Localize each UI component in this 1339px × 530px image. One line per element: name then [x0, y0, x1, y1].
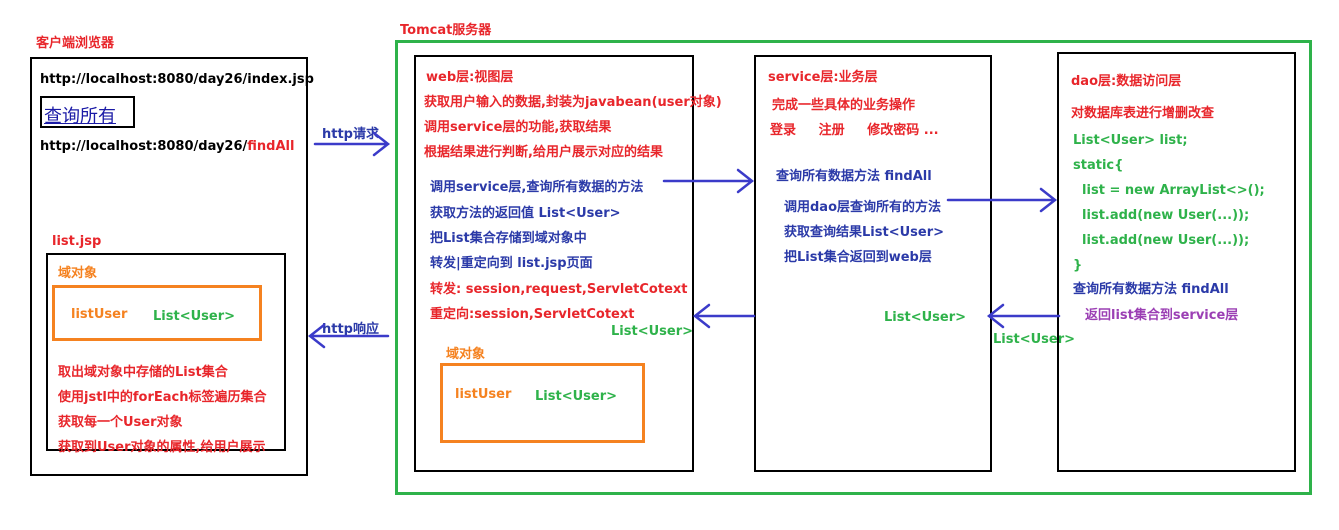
web-list-type: List<User> — [611, 324, 693, 339]
web-red-line-1: 获取用户输入的数据,封装为javabean(user对象) — [424, 95, 722, 110]
http-response-arrow — [307, 323, 390, 349]
dao-return: 返回list集合到service层 — [1085, 308, 1239, 323]
browser-scope-box: listUser List<User> — [52, 285, 262, 341]
dao-code-3: list = new ArrayList<>(); — [1073, 183, 1265, 198]
tomcat-title: Tomcat服务器 — [400, 23, 492, 38]
web-red-line-2: 调用service层的功能,获取结果 — [424, 120, 612, 135]
web-scope-box: listUser List<User> — [440, 363, 645, 443]
browser-scope-title: 域对象 — [58, 266, 98, 281]
dao-code-6: } — [1073, 258, 1083, 273]
findall-url: http://localhost:8080/day26/findAll — [40, 139, 294, 154]
web-red-line-3: 根据结果进行判断,给用户展示对应的结果 — [424, 145, 663, 160]
dao-method: 查询所有数据方法 findAll — [1073, 282, 1229, 297]
http-request-arrow — [313, 131, 391, 157]
service-title: service层:业务层 — [768, 70, 878, 85]
service-method: 查询所有数据方法 findAll — [776, 169, 932, 184]
dao-code-5: list.add(new User(...)); — [1073, 233, 1250, 248]
web-scope-title: 域对象 — [446, 347, 486, 362]
http-request-label: http请求 — [322, 127, 379, 142]
web-blue-line-2: 获取方法的返回值 List<User> — [430, 206, 621, 221]
service-list-type: List<User> — [884, 310, 966, 325]
query-all-link-box[interactable]: 查询所有 — [40, 96, 135, 128]
browser-list-type: List<User> — [153, 309, 235, 324]
dao-code-4: list.add(new User(...)); — [1073, 208, 1250, 223]
service-blue-line-3: 把List集合返回到web层 — [784, 250, 932, 265]
service-to-dao-arrow — [946, 187, 1058, 213]
dao-code-2: static{ — [1073, 158, 1124, 173]
service-blue-line-2: 获取查询结果List<User> — [784, 225, 944, 240]
query-all-link[interactable]: 查询所有 — [44, 106, 116, 127]
dao-title: dao层:数据访问层 — [1071, 74, 1182, 89]
web-forward-line: 转发: session,request,ServletCotext — [430, 282, 688, 297]
between-list-type: List<User> — [993, 332, 1075, 347]
web-blue-line-1: 调用service层,查询所有数据的方法 — [430, 180, 644, 195]
dao-code-1: List<User> list; — [1073, 133, 1188, 148]
dao-layer-box: dao层:数据访问层 对数据库表进行增删改查 List<User> list; … — [1057, 52, 1296, 472]
web-scope-type: List<User> — [535, 389, 617, 404]
dao-desc: 对数据库表进行增删改查 — [1071, 106, 1215, 121]
service-ops: 登录 注册 修改密码 ... — [770, 123, 939, 138]
dao-to-service-arrow — [986, 303, 1061, 329]
browser-line-2: 使用jstl中的forEach标签遍历集合 — [58, 390, 267, 405]
browser-line-3: 获取每一个User对象 — [58, 415, 183, 430]
service-to-web-arrow — [692, 303, 756, 329]
browser-title: 客户端浏览器 — [36, 36, 115, 51]
list-jsp-box: 域对象 listUser List<User> 取出域对象中存储的List集合 … — [46, 253, 286, 455]
service-layer-box: service层:业务层 完成一些具体的业务操作 登录 注册 修改密码 ... … — [754, 55, 992, 472]
index-url: http://localhost:8080/day26/index.jsp — [40, 72, 314, 87]
findall-url-prefix: http://localhost:8080/day26/ — [40, 139, 248, 154]
web-list-user: listUser — [455, 387, 512, 402]
web-layer-box: web层:视图层 获取用户输入的数据,封装为javabean(user对象) 调… — [414, 55, 722, 472]
browser-line-1: 取出域对象中存储的List集合 — [58, 365, 228, 380]
browser-line-4: 获取到User对象的属性,给用户展示 — [58, 440, 266, 455]
web-blue-line-3: 把List集合存储到域对象中 — [430, 231, 587, 246]
web-to-service-arrow — [662, 168, 755, 194]
service-desc: 完成一些具体的业务操作 — [772, 98, 916, 113]
web-blue-line-4: 转发|重定向到 list.jsp页面 — [430, 256, 593, 271]
browser-frame: http://localhost:8080/day26/index.jsp 查询… — [30, 57, 314, 476]
tomcat-frame — [395, 40, 1312, 495]
web-title: web层:视图层 — [426, 70, 514, 85]
browser-list-user: listUser — [71, 307, 128, 322]
service-blue-line-1: 调用dao层查询所有的方法 — [784, 200, 942, 215]
web-redirect-line: 重定向:session,ServletCotext — [430, 307, 635, 322]
findall-url-suffix: findAll — [247, 139, 295, 154]
http-response-label: http响应 — [322, 322, 379, 337]
list-jsp-title: list.jsp — [52, 234, 102, 249]
